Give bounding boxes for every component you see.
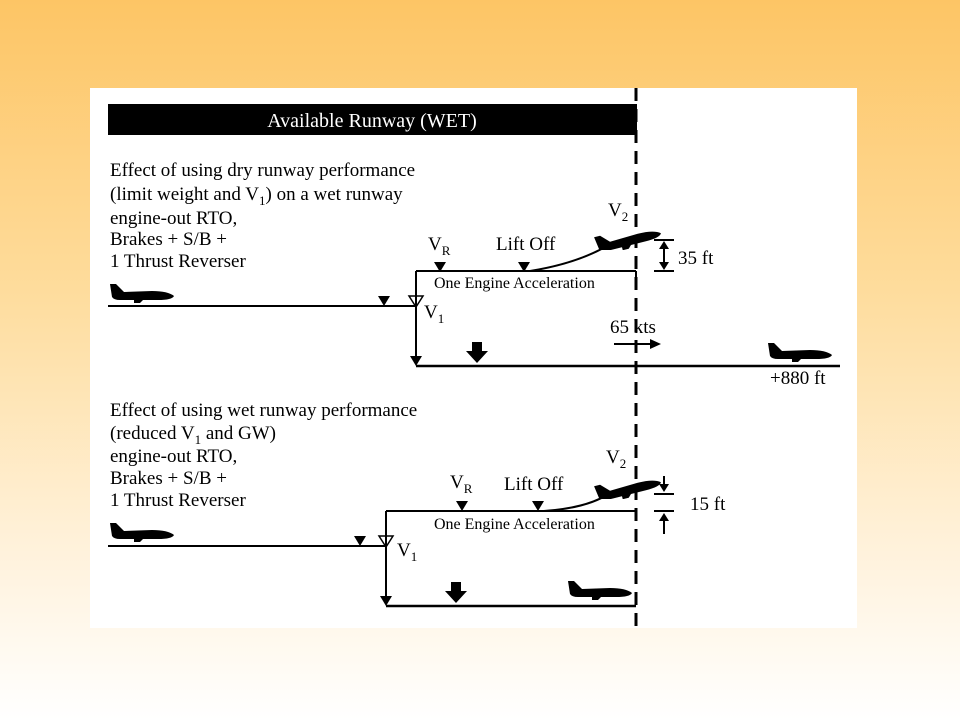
dry-vr-label: VR	[428, 234, 451, 258]
dry-speed-label: 65 kts	[610, 317, 656, 338]
wet-desc-line-5: 1 Thrust Reverser	[110, 490, 246, 511]
wet-height-label: 15 ft	[690, 494, 726, 515]
dry-desc-line-1: Effect of using dry runway performance	[110, 160, 415, 181]
stop-drop-arrow-icon	[380, 596, 392, 606]
wet-accel-label: One Engine Acceleration	[434, 516, 595, 533]
dry-liftoff-label: Lift Off	[496, 234, 556, 255]
down-arrow-icon	[445, 582, 467, 603]
dim-arrow-down-icon	[659, 262, 669, 270]
runway-diagram: Available Runway (WET) Effect of using d…	[108, 88, 840, 628]
marker-triangle-icon	[354, 536, 366, 546]
dim-arrow-up-icon	[659, 513, 669, 521]
header-title: Available Runway (WET)	[267, 110, 477, 132]
stop-drop-arrow-icon	[410, 356, 422, 366]
scenario-wet: Effect of using wet runway performance (…	[108, 400, 726, 608]
wet-v1-label: V1	[397, 540, 417, 564]
airplane-icon	[110, 523, 174, 542]
down-arrow-icon	[466, 342, 488, 363]
airplane-climb-icon	[594, 473, 663, 499]
vr-triangle-icon	[434, 262, 446, 272]
airplane-climb-icon	[594, 224, 663, 250]
liftoff-triangle-icon	[532, 501, 544, 511]
speed-arrow-icon	[650, 339, 661, 349]
dry-v1-label: V1	[424, 302, 444, 326]
wet-desc-line-4: Brakes + S/B +	[110, 468, 227, 489]
wet-v2-label: V2	[606, 447, 626, 471]
wet-vr-label: VR	[450, 472, 473, 496]
wet-liftoff-label: Lift Off	[504, 474, 564, 495]
airplane-stopped-icon	[568, 581, 632, 600]
dry-desc-line-5: 1 Thrust Reverser	[110, 251, 246, 272]
wet-desc-line-1: Effect of using wet runway performance	[110, 400, 417, 421]
dry-v2-label: V2	[608, 200, 628, 224]
airplane-icon	[110, 284, 174, 303]
header-bar	[108, 104, 637, 135]
diagram-panel: Available Runway (WET) Effect of using d…	[90, 88, 857, 628]
dry-accel-label: One Engine Acceleration	[434, 275, 595, 292]
vr-triangle-icon	[456, 501, 468, 511]
scenario-dry: Effect of using dry runway performance (…	[108, 160, 840, 389]
dry-desc-line-4: Brakes + S/B +	[110, 229, 227, 250]
dry-overrun-label: +880 ft	[770, 368, 826, 389]
wet-desc-line-2: (reduced V1 and GW)	[110, 423, 276, 447]
dry-height-label: 35 ft	[678, 248, 714, 269]
dim-arrow-down-icon	[659, 484, 669, 492]
wet-desc-line-3: engine-out RTO,	[110, 446, 237, 467]
airplane-overrun-icon	[768, 343, 832, 362]
dry-desc-line-2: (limit weight and V1) on a wet runway	[110, 184, 403, 208]
dry-desc-line-3: engine-out RTO,	[110, 208, 237, 229]
dim-arrow-up-icon	[659, 241, 669, 249]
marker-triangle-icon	[378, 296, 390, 306]
liftoff-triangle-icon	[518, 262, 530, 272]
